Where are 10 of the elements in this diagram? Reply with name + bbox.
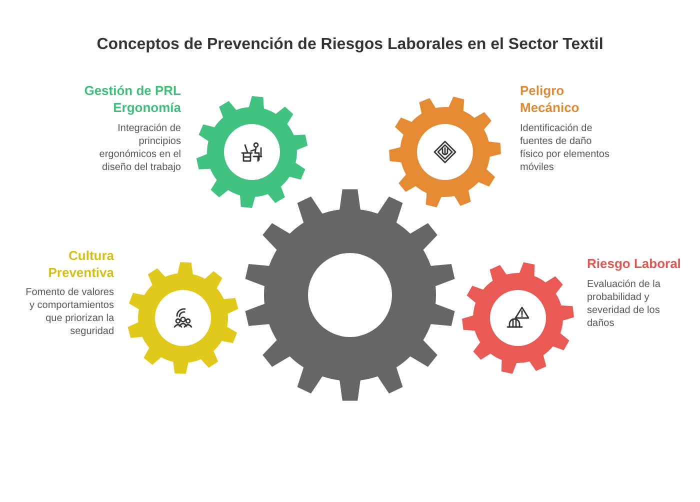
gear — [244, 189, 456, 401]
concept-description: Integración de principios ergonómicos en el diseño del trabajo — [98, 122, 181, 174]
concept-description: Identificación de fuentes de daño físico por elementos móviles — [520, 122, 610, 174]
diagram-title: Conceptos de Prevención de Riesgos Laborales en el Sector Textil — [96, 35, 604, 55]
concept-heading: Cultura Preventiva — [47, 247, 114, 281]
concept-heading: Riesgo Laboral — [587, 255, 682, 272]
concept-heading: Gestión de PRL Ergonomía — [83, 82, 181, 116]
concept-description: Fomento de valores y comportamientos que priorizan la seguridad — [24, 286, 114, 338]
concept-description: Evaluación de la probabilidad y severidad de los daños — [587, 278, 662, 330]
concept-heading: Peligro Mecánico — [520, 82, 580, 116]
